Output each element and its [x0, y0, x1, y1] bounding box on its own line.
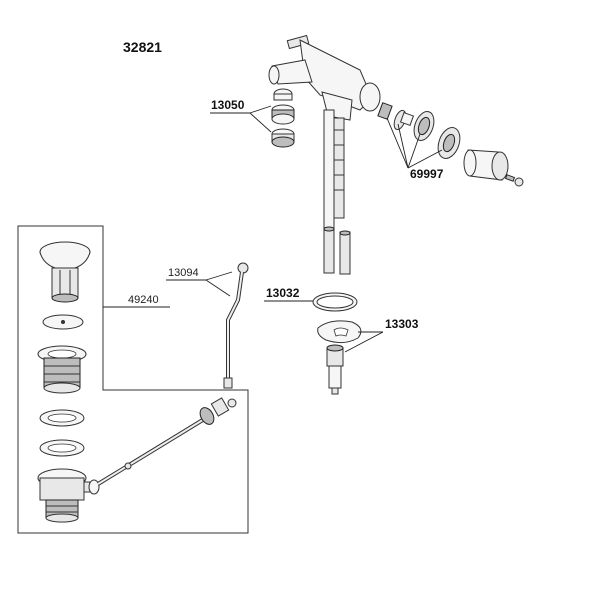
supply-hoses — [323, 109, 351, 275]
diagram-title: 32821 — [123, 39, 162, 55]
label-13303: 13303 — [344, 317, 419, 353]
svg-text:13032: 13032 — [266, 286, 300, 300]
drain-assembly-frame — [17, 225, 249, 534]
drain-washers — [39, 409, 85, 457]
cartridge-parts — [377, 102, 524, 187]
label-13050: 13050 — [210, 98, 272, 133]
svg-text:13050: 13050 — [211, 98, 245, 112]
label-49240: 49240 — [103, 294, 170, 308]
drain-body — [37, 468, 100, 523]
o-ring-part — [312, 292, 358, 312]
svg-text:69997: 69997 — [410, 167, 444, 181]
mounting-rod — [333, 117, 345, 219]
lift-rod — [223, 262, 249, 389]
aerator-part — [271, 88, 295, 148]
svg-text:13094: 13094 — [168, 267, 199, 279]
svg-text:49240: 49240 — [128, 294, 159, 306]
drain-flange — [37, 345, 87, 394]
label-13094: 13094 — [166, 267, 233, 297]
mounting-washer-part — [317, 320, 362, 395]
popup-plug — [39, 241, 91, 303]
faucet-body — [268, 34, 381, 121]
svg-text:13303: 13303 — [385, 317, 419, 331]
label-69997: 69997 — [386, 117, 444, 181]
pivot-rod — [96, 397, 237, 486]
label-13032: 13032 — [264, 286, 313, 302]
